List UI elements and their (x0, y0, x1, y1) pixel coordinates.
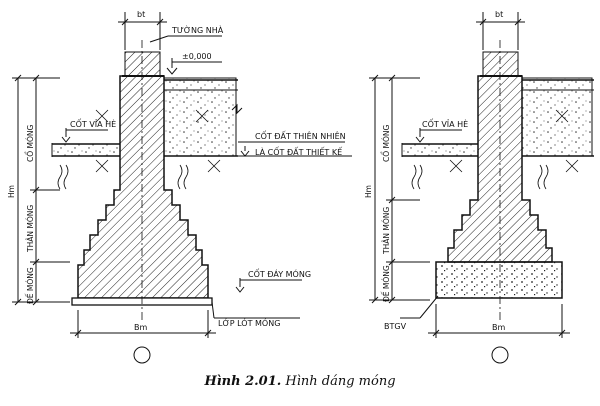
left-dim-bm: Bm (134, 323, 147, 332)
left-label-bottom: CỐT ĐÁY MÓNG (248, 267, 311, 279)
right-floor-fill (521, 77, 593, 157)
right-zone-body: THÂN MÓNG (382, 207, 391, 255)
left-label-natural: CỐT ĐẤT THIÊN NHIÊN (255, 129, 346, 141)
right-dim-bm: Bm (492, 323, 505, 332)
left-zone-neck: CỔ MÓNG (25, 124, 35, 162)
left-zone-base: ĐẾ MÓNG (25, 267, 35, 304)
right-foundation-drawing: bt (369, 10, 594, 364)
right-dim-bt: bt (495, 10, 503, 19)
left-label-design: LÀ CỐT ĐẤT THIẾT KẾ (255, 145, 343, 157)
left-label-lean: LỚP LÓT MÓNG (218, 317, 280, 328)
left-axis-bubble (133, 346, 151, 364)
figure-caption-text: Hình dáng móng (281, 374, 396, 389)
right-sidewalk-slab (401, 143, 479, 157)
left-zone-body: THÂN MÓNG (26, 205, 35, 253)
figure-caption: Hình 2.01. Hình dáng móng (0, 374, 600, 389)
right-label-sidewalk: CỐT VỈA HÈ (422, 117, 468, 129)
right-label-btgv: BTGV (384, 322, 407, 331)
left-label-level: ±0,000 (182, 52, 212, 61)
left-sidewalk-slab (51, 143, 121, 157)
left-label-sidewalk: CỐT VỈA HÈ (70, 117, 116, 129)
right-zone-base: ĐẾ MÓNG (381, 265, 391, 302)
right-dim-hm: Hm (364, 185, 373, 198)
left-dim-bt: bt (137, 10, 145, 19)
figure-caption-number: Hình 2.01. (204, 374, 282, 389)
left-label-wall: TƯỜNG NHÀ (171, 24, 224, 35)
right-wall (482, 51, 519, 77)
left-dim-hm: Hm (7, 185, 16, 198)
right-btgv-base (435, 261, 563, 299)
left-foundation-drawing: bt (12, 10, 352, 364)
right-axis-bubble (491, 346, 509, 364)
right-zone-neck: CỔ MÓNG (381, 124, 391, 162)
